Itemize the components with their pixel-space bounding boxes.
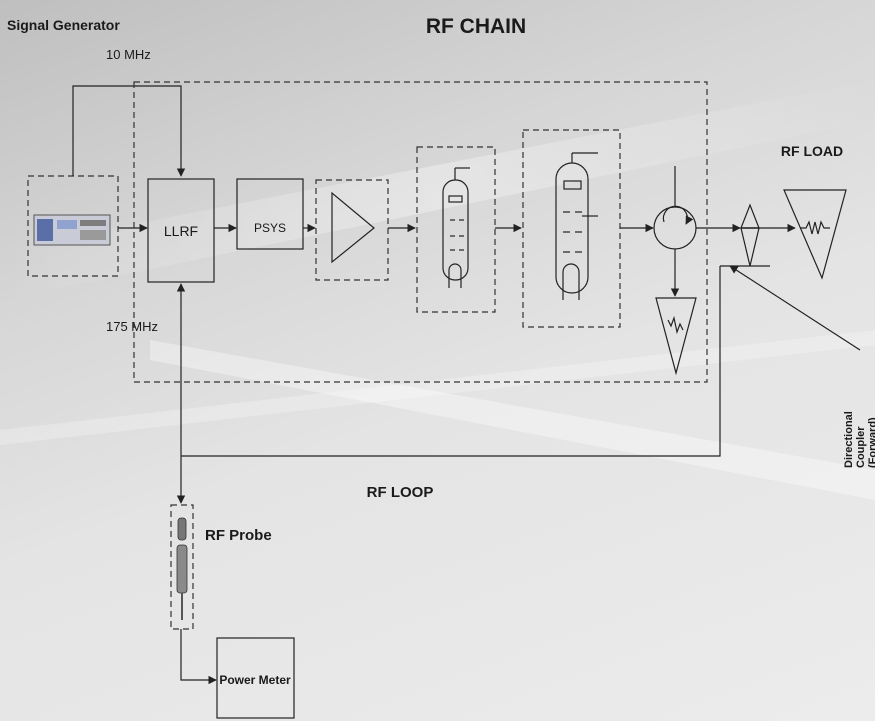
coupler-pointer-line	[730, 266, 860, 350]
llrf-label: LLRF	[164, 223, 198, 239]
rf-probe-icon	[177, 518, 187, 620]
rf-load-label: RF LOAD	[781, 143, 843, 159]
circulator-icon	[654, 166, 696, 249]
ref-10mhz-label: 10 MHz	[106, 47, 151, 62]
signal-generator-icon	[34, 215, 110, 245]
ref-10mhz-line	[73, 86, 181, 176]
ref-175mhz-label: 175 MHz	[106, 319, 158, 334]
psys-label: PSYS	[254, 221, 286, 235]
dummy-load-resistor-icon	[668, 318, 683, 332]
rf-loop-label: RF LOOP	[367, 484, 434, 501]
directional-coupler-label: Directional Coupler (Forward)	[843, 411, 875, 468]
rf-load-resistor-icon	[800, 222, 830, 234]
directional-coupler-icon	[720, 205, 795, 266]
coupler-label-line1: Directional	[843, 411, 855, 468]
signal-generator-label: Signal Generator	[7, 17, 120, 33]
probe-to-power-meter-line	[181, 629, 216, 680]
rf-load-icon	[784, 190, 846, 278]
page-title: RF CHAIN	[426, 15, 526, 38]
background-streaks	[0, 80, 875, 500]
coupler-label-line2: Coupler	[855, 426, 867, 468]
power-meter-label: Power Meter	[219, 673, 291, 687]
rf-probe-label: RF Probe	[205, 527, 272, 544]
coupler-label-line3: (Forward)	[867, 417, 875, 468]
